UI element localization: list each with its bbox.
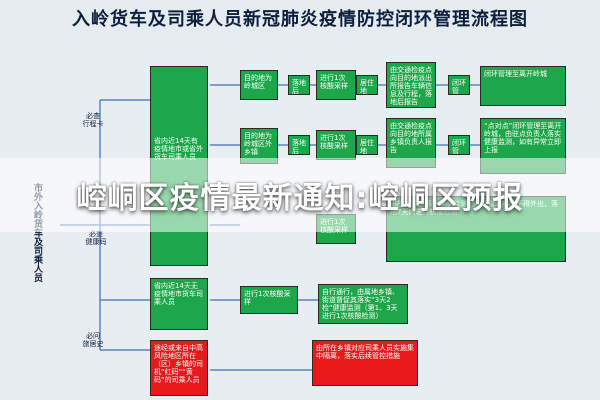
branch-label-trip-card: 必查 行程卡 xyxy=(82,112,104,128)
row2-residence: 居住地 xyxy=(356,135,378,155)
row5-quarantine: 由所在乡镇对应司乘人员实施集中隔离，落实后续管控措施 xyxy=(312,340,418,386)
row4-self-pass: 自行通行，由属地乡镇、街道督促其落实“3天2检”健康监测（第1、3天进行1次核酸… xyxy=(318,284,408,324)
row2-arrival: 落地后 xyxy=(288,135,310,155)
row2-test: 进行1次核酸采样 xyxy=(316,130,356,160)
row4-test: 进行1次核酸采样 xyxy=(240,286,298,314)
row1-closed-loop: 闭环管 xyxy=(448,75,470,95)
branch-label-health-code: 必查 健康码 xyxy=(85,230,107,246)
row1-test: 进行1次核酸采样 xyxy=(316,70,356,100)
page-title: 入岭货车及司乘人员新冠肺炎疫情防控闭环管理流程图 xyxy=(0,0,600,40)
row2-closed-loop: 闭环管 xyxy=(448,135,470,155)
category-box-high-risk: 途经或来自中高风险地区所在（区）乡镇的司机“红码”“黄码”的司乘人员 xyxy=(150,340,208,396)
overlay-banner: 崆峒区疫情最新通知:崆峒区预报 xyxy=(0,158,600,232)
category-box-no-epidemic: 省内近14天无疫情地市货车司乘人员 xyxy=(150,278,208,330)
row1-arrival: 落地后 xyxy=(288,75,310,95)
row1-residence: 居住地 xyxy=(356,75,378,95)
row1-result: 闭环管理至离开岭城 xyxy=(480,66,566,106)
branch-label-travel-history: 必问 旅居史 xyxy=(82,332,104,348)
row1-destination: 目的地为岭城区 xyxy=(240,70,278,100)
group-label-vertical: 市外入岭货车及司乘人员 xyxy=(32,182,42,282)
banner-text: 崆峒区疫情最新通知:崆峒区预报 xyxy=(76,181,524,216)
row1-report: 由交通检疫点向目的地派出所报告车辆信息及行程，落地后报告 xyxy=(386,62,436,108)
